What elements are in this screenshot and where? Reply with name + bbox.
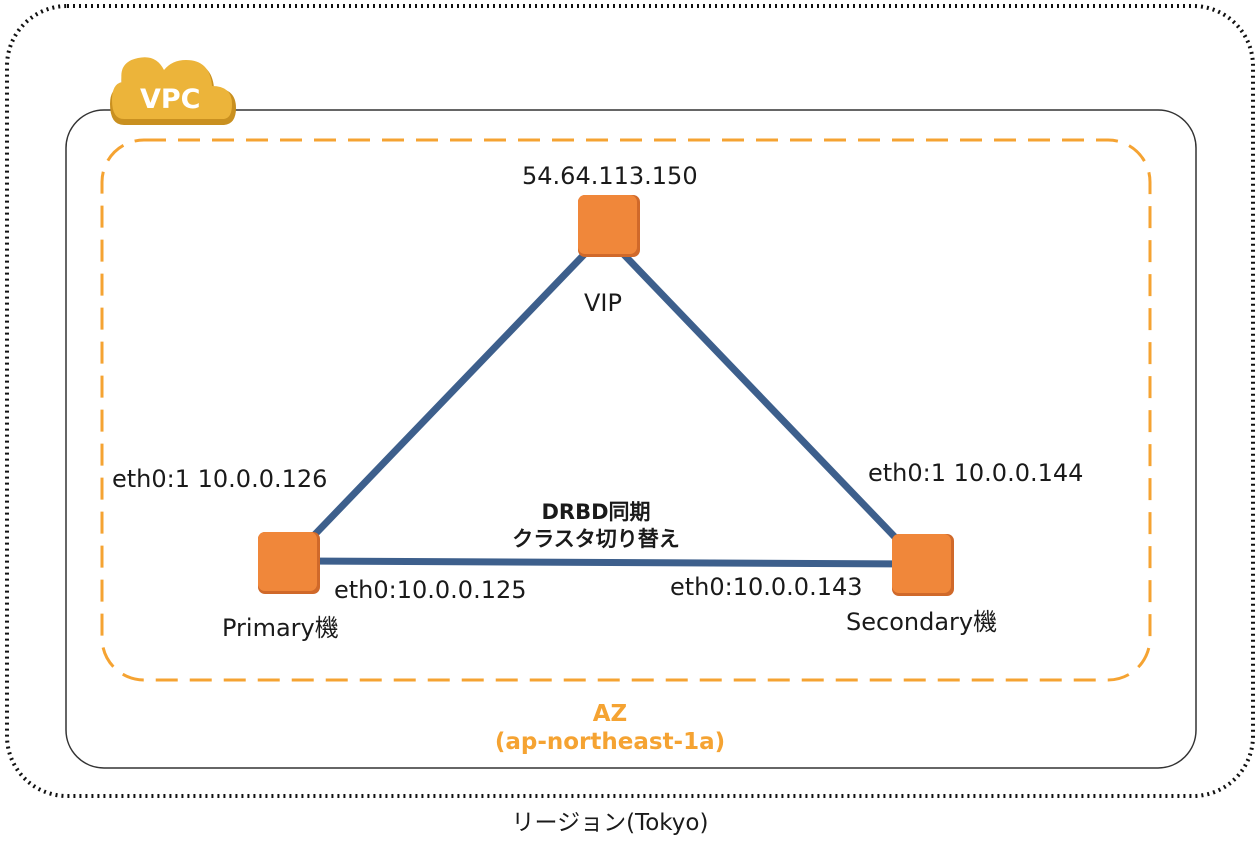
vip-label: VIP (584, 289, 622, 317)
cluster-switch-label: クラスタ切り替え (512, 527, 680, 551)
secondary-label: Secondary機 (846, 608, 998, 636)
secondary-node-icon[interactable] (892, 534, 954, 596)
primary-eth0-1-label: eth0:1 10.0.0.126 (112, 465, 328, 493)
az-id-label: (ap-northeast-1a) (494, 729, 726, 755)
region-boundary (5, 4, 1255, 798)
primary-label: Primary機 (222, 614, 339, 642)
region-label: リージョン(Tokyo) (511, 810, 709, 836)
primary-node-icon[interactable] (258, 532, 320, 594)
primary-eth0-label: eth0:10.0.0.125 (334, 576, 527, 604)
link-primary-secondary (299, 557, 921, 568)
link-primary-vip (295, 235, 603, 555)
secondary-eth0-1-label: eth0:1 10.0.0.144 (868, 459, 1084, 487)
link-vip-secondary (605, 235, 918, 561)
drbd-sync-label: DRBD同期 (541, 500, 651, 524)
az-boundary (100, 138, 1152, 682)
vip-node-icon[interactable] (578, 195, 640, 257)
secondary-eth0-label: eth0:10.0.0.143 (670, 573, 863, 601)
az-label: AZ (592, 701, 628, 727)
vip-ip-label: 54.64.113.150 (522, 162, 698, 190)
vpc-cloud-icon (110, 57, 236, 126)
vpc-badge-label: VPC (140, 84, 201, 115)
vpc-boundary (65, 109, 1197, 769)
links (295, 235, 921, 568)
